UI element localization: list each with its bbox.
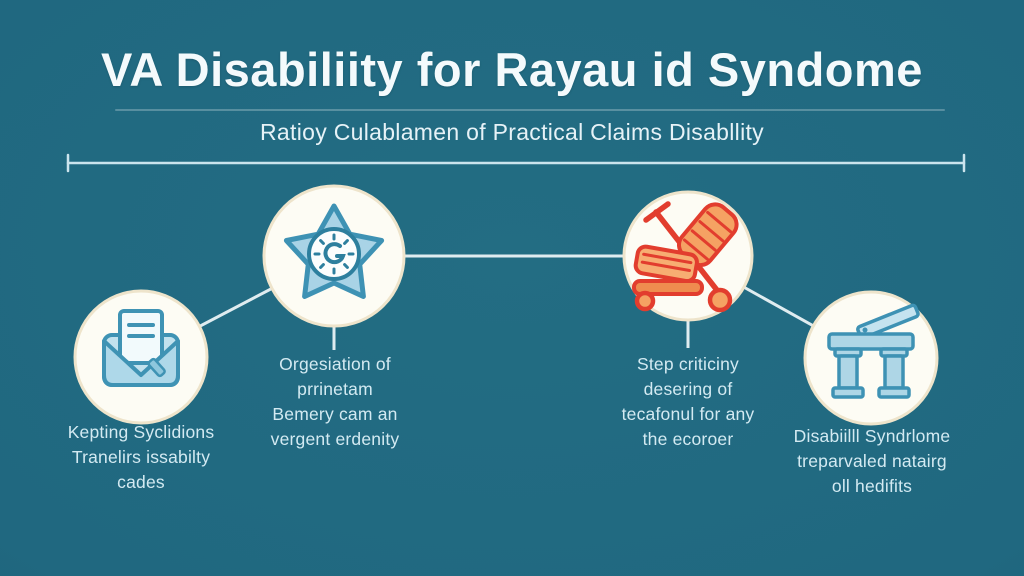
wheel-left [634,290,656,312]
step-label-1: Kepting Syclidions Tranelirs issabilty c… [67,422,215,492]
envelope-document-icon [102,309,180,387]
ramp-handtruck-icon [632,201,739,313]
left-pillar [831,347,865,399]
clock-hand [323,242,346,265]
clock-ticks [313,233,355,275]
page-title: VA Disabiliity for Rayau id Syndome [101,43,923,96]
step-label-3: Step criticiny desering of tecafonul for… [621,354,755,449]
pencil-accent [147,357,166,378]
title-divider [115,109,945,111]
document [118,309,164,365]
step-label-4: Disabiilll Syndrlome treparvaled natairg… [793,426,951,496]
timeline-axis [66,153,966,173]
pillars-monument-icon [827,303,920,399]
subtitle: Ratioy Culablamen of Practical Claims Di… [260,119,764,145]
star-clock-badge-icon [283,203,385,299]
step-connectors [140,254,872,360]
step-label-2: Orgesiation of prrinetam Bemery cam an v… [270,354,400,449]
right-pillar [877,347,911,399]
wheel-right [707,287,733,313]
